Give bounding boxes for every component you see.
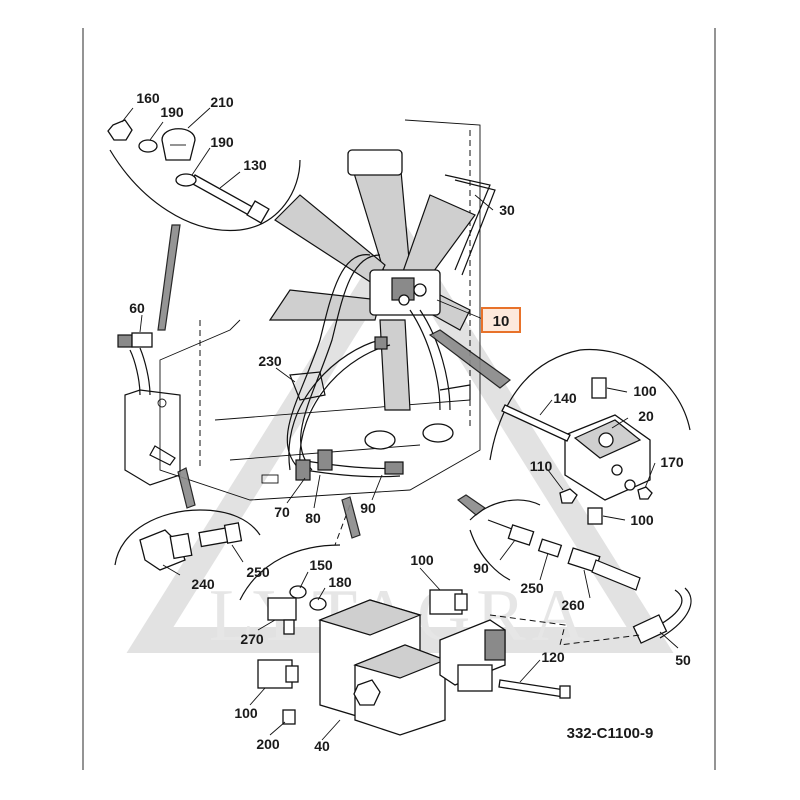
inset-right bbox=[428, 329, 691, 525]
valve-block-40 bbox=[239, 496, 571, 736]
callout-160: 160 bbox=[136, 90, 160, 106]
callout-10: 10 bbox=[493, 313, 510, 330]
callout-90-a: 90 bbox=[360, 500, 376, 516]
figure-reference-code: 332-C1100-9 bbox=[567, 725, 654, 742]
callout-90-b: 90 bbox=[473, 560, 489, 576]
callout-70: 70 bbox=[274, 504, 290, 520]
callout-60: 60 bbox=[129, 300, 145, 316]
fan-assembly bbox=[268, 149, 476, 411]
callout-260: 260 bbox=[561, 597, 585, 613]
callout-100-b: 100 bbox=[630, 512, 654, 528]
callout-170: 170 bbox=[660, 454, 684, 470]
callout-110: 110 bbox=[530, 458, 553, 474]
callout-100-c: 100 bbox=[410, 552, 434, 568]
leader-lines bbox=[121, 107, 679, 741]
panel-openings bbox=[261, 423, 454, 484]
clamp-230 bbox=[289, 371, 471, 401]
callout-150: 150 bbox=[309, 557, 333, 573]
callout-270: 270 bbox=[240, 631, 264, 647]
callout-50: 50 bbox=[675, 652, 691, 668]
callout-250-a: 250 bbox=[520, 580, 544, 596]
highlight-box bbox=[481, 307, 521, 333]
hoses bbox=[286, 254, 451, 481]
callout-240: 240 bbox=[191, 576, 215, 592]
bracket-30 bbox=[444, 174, 496, 276]
callout-40: 40 bbox=[314, 738, 330, 754]
callout-120: 120 bbox=[541, 649, 565, 665]
highlighted-callout-10[interactable]: 10 bbox=[481, 307, 521, 333]
bracket-plate-60 bbox=[117, 332, 181, 486]
border-lines bbox=[82, 28, 716, 770]
callout-130: 130 bbox=[243, 157, 267, 173]
callout-190-b: 190 bbox=[210, 134, 234, 150]
callout-230: 230 bbox=[258, 353, 282, 369]
callout-80: 80 bbox=[305, 510, 321, 526]
callout-100-d: 100 bbox=[234, 705, 258, 721]
callout-250-b: 250 bbox=[246, 564, 270, 580]
callout-180: 180 bbox=[328, 574, 352, 590]
callout-190-a: 190 bbox=[160, 104, 184, 120]
inset-bottom-left bbox=[114, 467, 261, 571]
callout-140: 140 bbox=[553, 390, 577, 406]
callout-200: 200 bbox=[256, 736, 280, 752]
callout-20: 20 bbox=[638, 408, 654, 424]
hose-assembly-right bbox=[456, 494, 692, 646]
inset-top-left bbox=[107, 119, 301, 331]
callout-30: 30 bbox=[499, 202, 515, 218]
machine-panel bbox=[159, 119, 481, 501]
callouts: 160 190 210 190 130 30 60 230 140 100 20… bbox=[129, 90, 691, 754]
callout-100-a: 100 bbox=[633, 383, 657, 399]
callout-210: 210 bbox=[210, 94, 234, 110]
